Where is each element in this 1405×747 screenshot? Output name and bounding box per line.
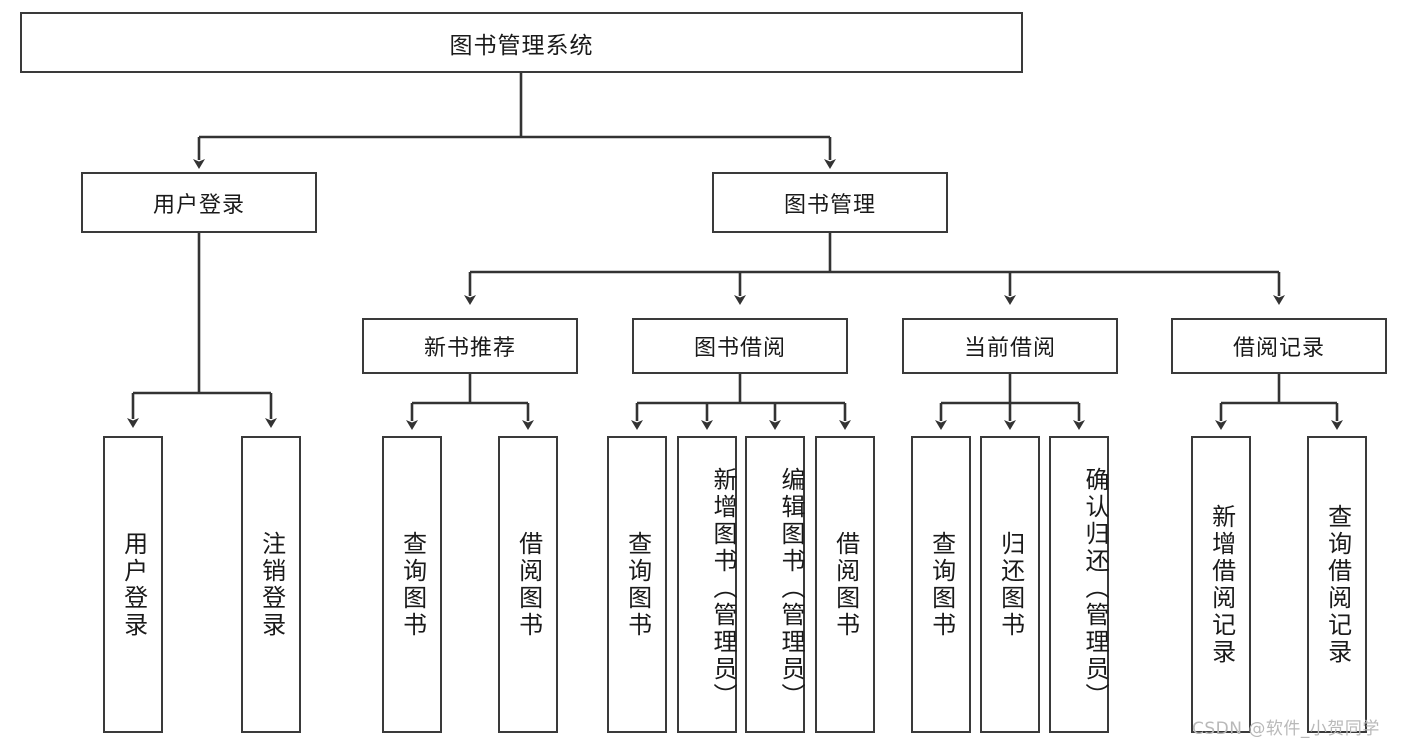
node-leaf-borrow-book-2[interactable]: 借阅图书 xyxy=(815,436,875,733)
node-leaf-query-book-1[interactable]: 查询图书 xyxy=(382,436,442,733)
node-leaf-borrow-book-1[interactable]: 借阅图书 xyxy=(498,436,558,733)
node-book-borrow[interactable]: 图书借阅 xyxy=(632,318,848,374)
node-leaf-user-login[interactable]: 用户登录 xyxy=(103,436,163,733)
node-leaf-query-record[interactable]: 查询借阅记录 xyxy=(1307,436,1367,733)
node-leaf-return-book[interactable]: 归还图书 xyxy=(980,436,1040,733)
node-user-login[interactable]: 用户登录 xyxy=(81,172,317,233)
node-root-system[interactable]: 图书管理系统 xyxy=(20,12,1023,73)
node-new-book-recommend[interactable]: 新书推荐 xyxy=(362,318,578,374)
node-current-borrow[interactable]: 当前借阅 xyxy=(902,318,1118,374)
csdn-watermark: CSDN @软件_小贺同学 xyxy=(1192,719,1380,739)
node-leaf-edit-book[interactable]: 编辑图书（管理员） xyxy=(745,436,805,733)
node-leaf-user-logout[interactable]: 注销登录 xyxy=(241,436,301,733)
node-borrow-record[interactable]: 借阅记录 xyxy=(1171,318,1387,374)
node-book-management[interactable]: 图书管理 xyxy=(712,172,948,233)
node-leaf-confirm-return[interactable]: 确认归还（管理员） xyxy=(1049,436,1109,733)
node-leaf-add-record[interactable]: 新增借阅记录 xyxy=(1191,436,1251,733)
node-leaf-query-book-2[interactable]: 查询图书 xyxy=(607,436,667,733)
node-leaf-query-book-3[interactable]: 查询图书 xyxy=(911,436,971,733)
node-leaf-add-book[interactable]: 新增图书（管理员） xyxy=(677,436,737,733)
